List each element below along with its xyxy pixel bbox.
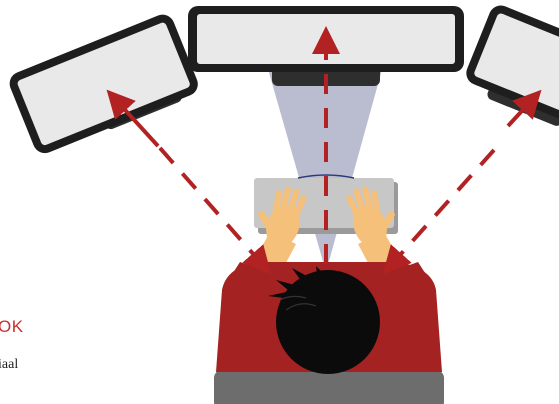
caption-title: OK: [0, 318, 24, 335]
arrow-right-to-hand: [392, 150, 494, 264]
caption-subtitle: iaal: [0, 358, 18, 372]
right-monitor: [460, 2, 559, 151]
arrow-left-to-hand: [160, 148, 262, 264]
left-monitor: [6, 11, 202, 159]
chair: [214, 370, 444, 404]
